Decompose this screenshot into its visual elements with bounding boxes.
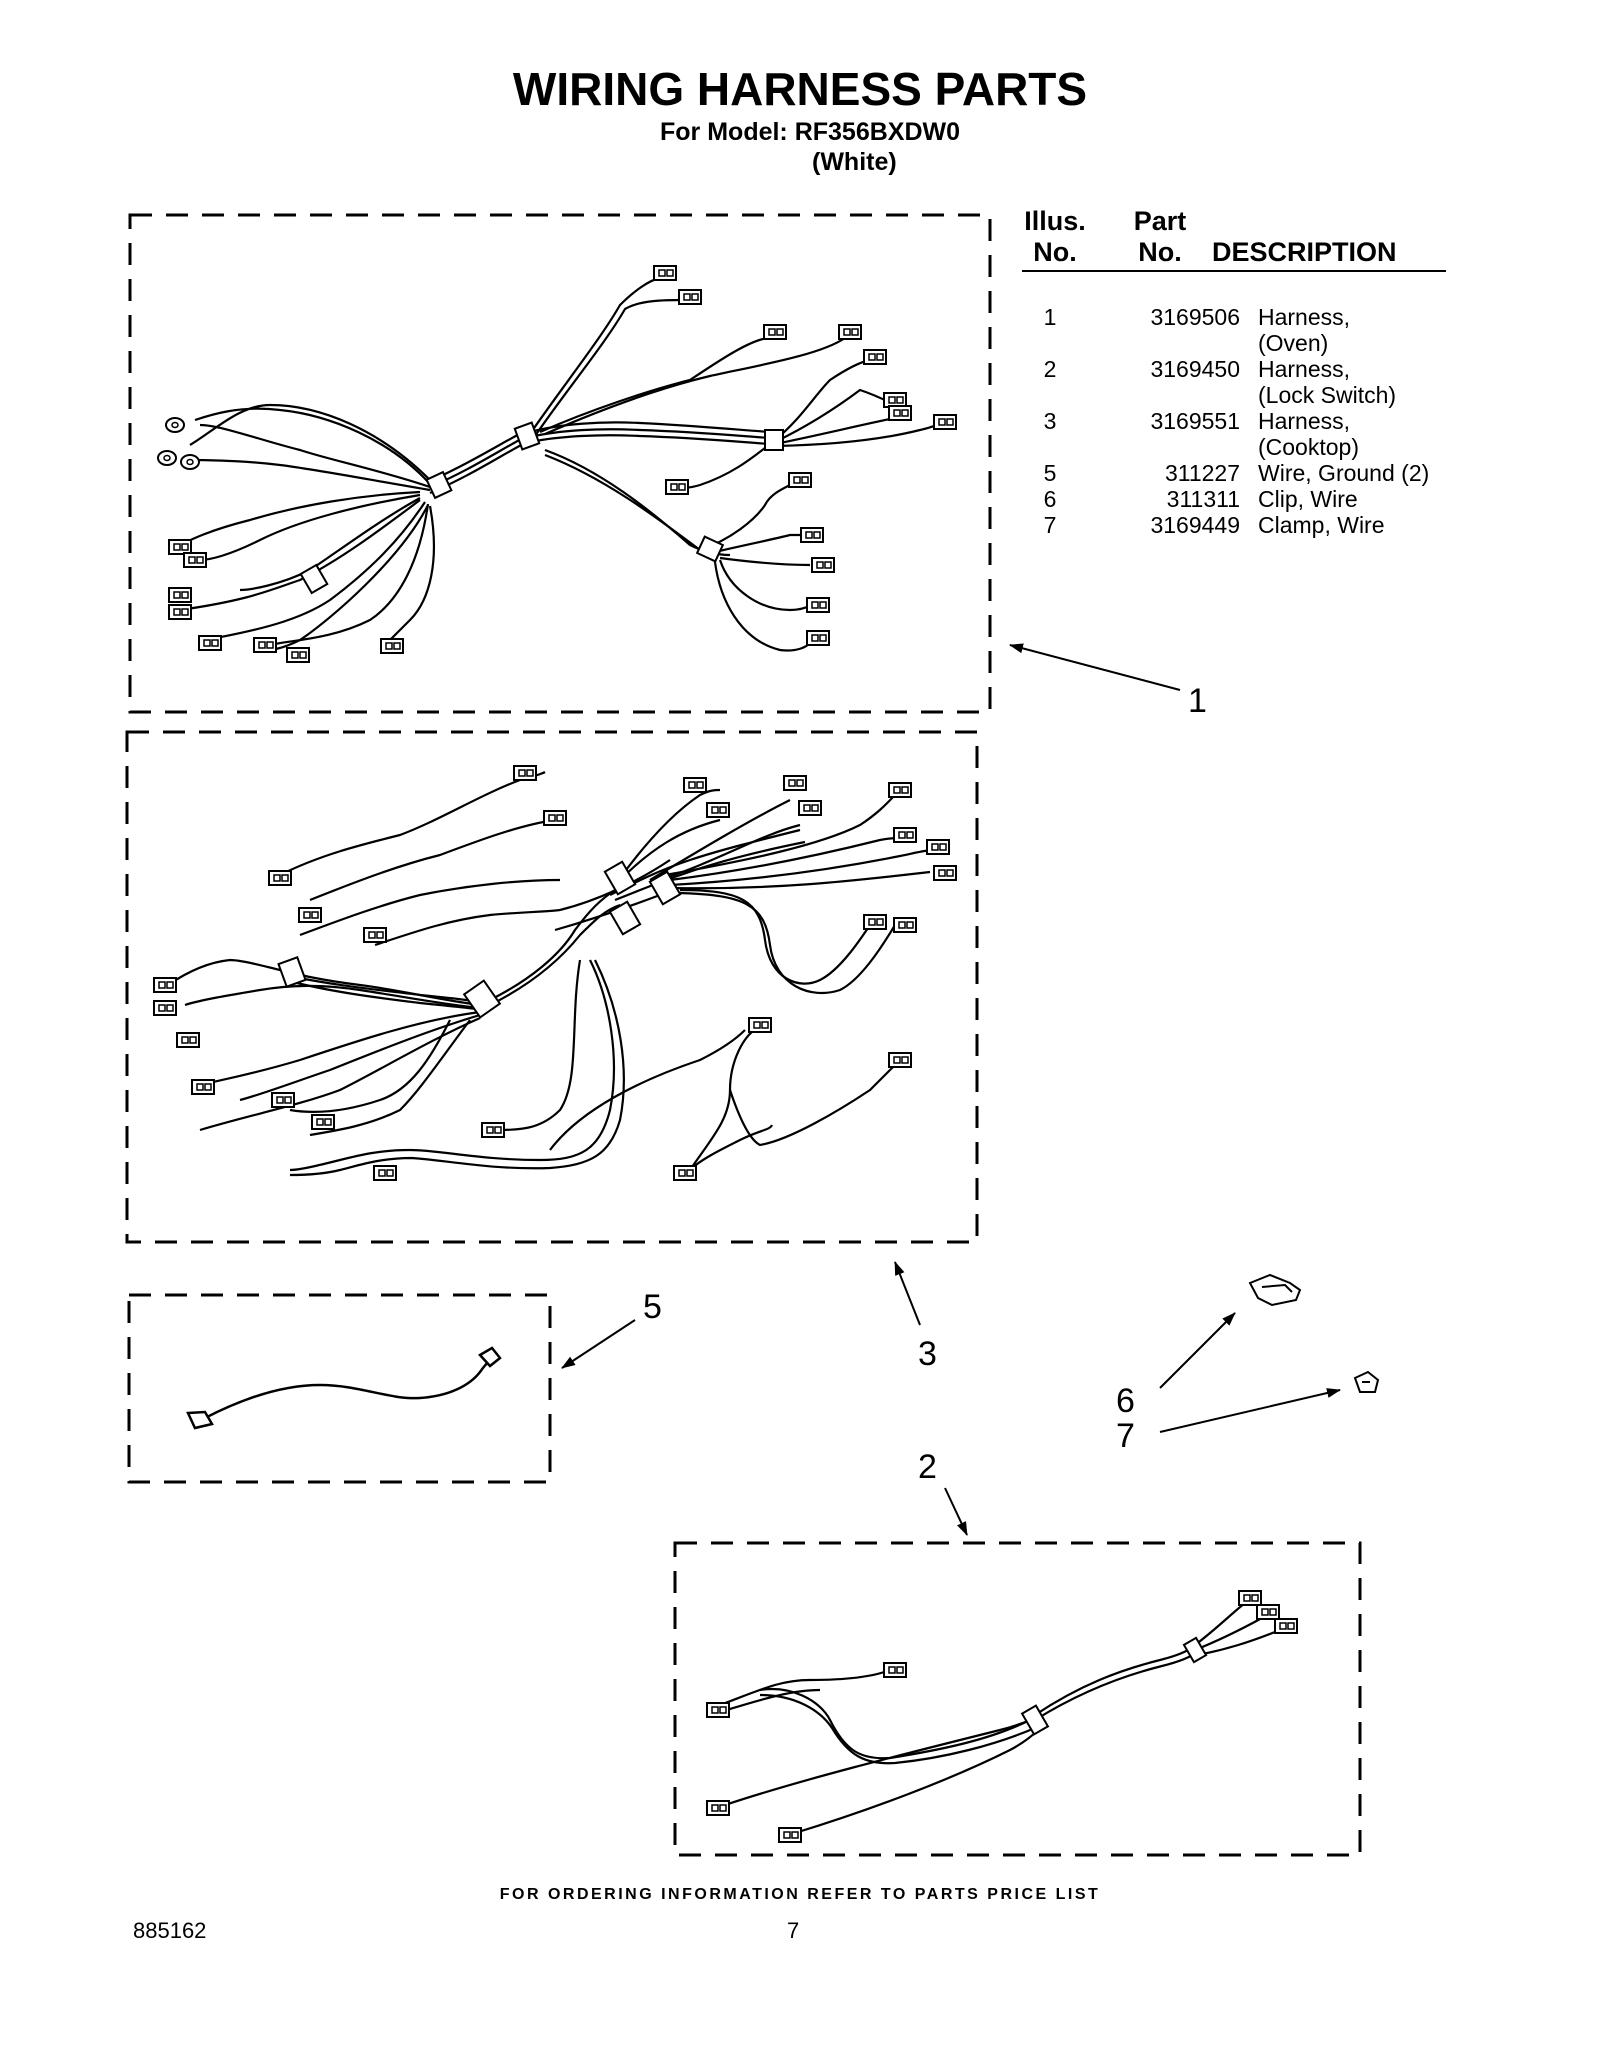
row-part-number: 3169506	[1150, 304, 1240, 330]
model-label: For Model: RF356BXDW0	[660, 118, 961, 146]
row-illus: 5	[1043, 460, 1057, 486]
row-illus: 2	[1043, 356, 1057, 382]
table-header-part: Part No.	[1120, 206, 1200, 268]
color-label: (White)	[812, 148, 897, 176]
callout-arrows	[561, 643, 1341, 1536]
box-harness-oven	[128, 213, 992, 714]
row-part-number: 3169551	[1150, 408, 1240, 434]
row-description: Harness,(Lock Switch)	[1258, 356, 1397, 408]
row-description: Harness,(Cooktop)	[1258, 408, 1359, 460]
table-header-rule	[1022, 270, 1446, 272]
harness-cooktop-connectors	[153, 765, 957, 1181]
harness-lock-switch-connectors	[706, 1590, 1298, 1843]
callout-2: 2	[918, 1448, 937, 1486]
row-description: Wire, Ground (2)	[1258, 460, 1430, 486]
box-harness-cooktop	[125, 730, 979, 1244]
callout-6: 6	[1116, 1382, 1135, 1420]
harness-oven-drawing	[179, 276, 941, 652]
row-description: Clamp, Wire	[1258, 512, 1385, 538]
ordering-note: FOR ORDERING INFORMATION REFER TO PARTS …	[499, 1886, 1101, 1903]
document-number: 885162	[133, 1918, 207, 1943]
row-part-number: 311227	[1164, 460, 1240, 486]
row-part-number: 3169449	[1150, 512, 1240, 538]
row-description: Clip, Wire	[1258, 486, 1358, 512]
table-header-illus: Illus. No.	[1020, 206, 1090, 268]
header-part-text: Part	[1133, 206, 1187, 236]
ground-wire-drawing	[186, 1346, 502, 1430]
callout-3: 3	[918, 1335, 937, 1373]
callout-1: 1	[1188, 682, 1207, 720]
page-number: 7	[787, 1918, 800, 1943]
wire-clip-drawing	[1248, 1273, 1302, 1307]
row-illus: 6	[1043, 486, 1057, 512]
row-illus: 3	[1043, 408, 1057, 434]
header-illus-no-text: No.	[1033, 237, 1077, 267]
row-part-number: 311311	[1166, 486, 1240, 512]
page-title: WIRING HARNESS PARTS	[512, 63, 1088, 115]
callout-7: 7	[1116, 1417, 1135, 1455]
box-ground-wire	[127, 1293, 552, 1484]
row-illus: 7	[1043, 512, 1057, 538]
row-description: Harness,(Oven)	[1258, 304, 1351, 356]
box-harness-lock-switch	[673, 1541, 1362, 1857]
header-part-no-text: No.	[1138, 237, 1182, 267]
harness-oven-connectors	[157, 265, 957, 663]
callout-5: 5	[643, 1288, 662, 1326]
wire-clamp-drawing	[1353, 1370, 1380, 1393]
table-header-description: DESCRIPTION	[1212, 237, 1397, 267]
row-illus: 1	[1043, 304, 1057, 330]
header-illus-text: Illus.	[1024, 206, 1086, 236]
row-part-number: 3169450	[1150, 356, 1240, 382]
